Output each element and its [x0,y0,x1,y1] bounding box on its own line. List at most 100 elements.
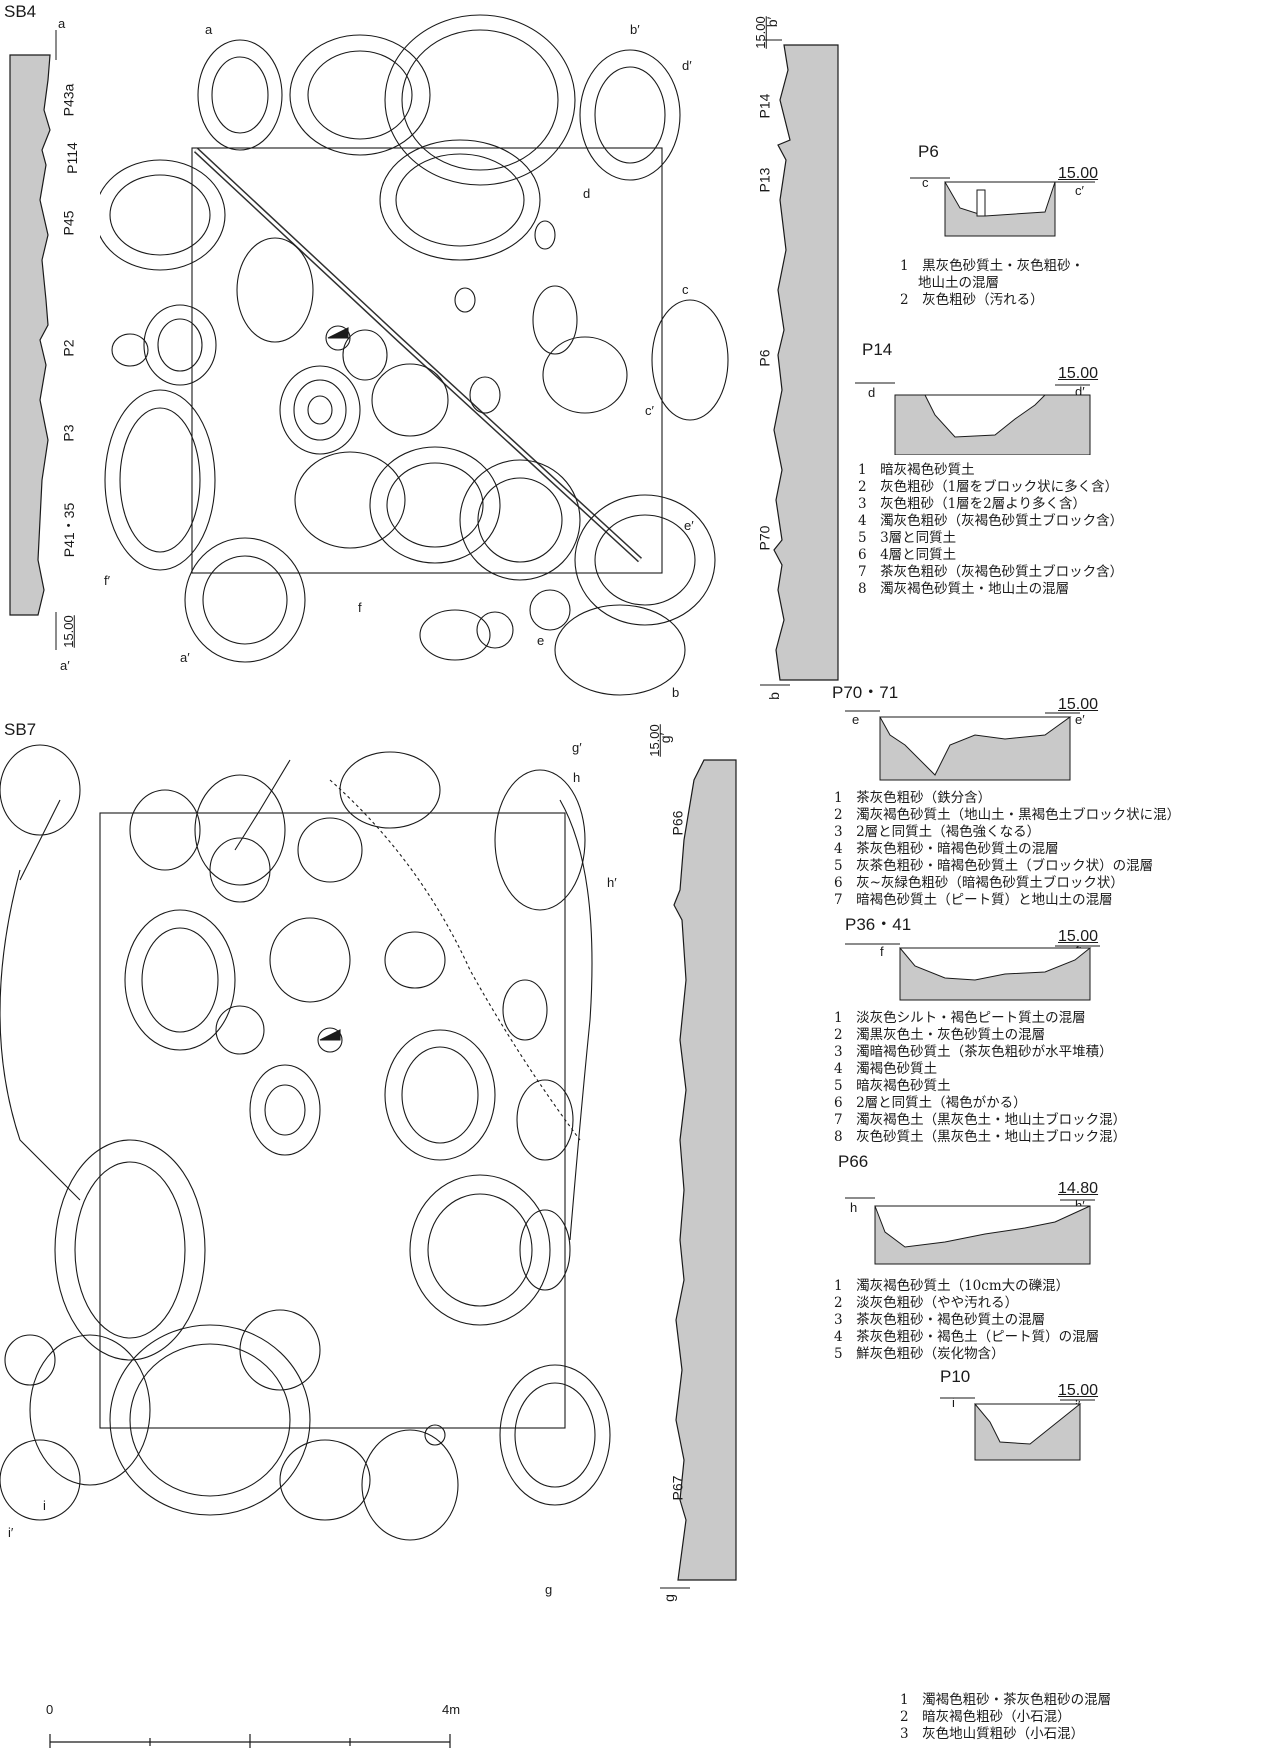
section-elevation: 14.80 [1058,1180,1099,1197]
section-elevation: 15.00 [1058,365,1099,382]
sb7-pit [209,837,271,903]
sb4-pit [542,336,628,414]
sb7-pit [339,751,441,829]
scale-end-label: 4m [442,1702,461,1717]
sb4-pit [371,363,449,437]
sb4-left-pit-label: P3 [60,424,77,442]
section-left-label: d [868,385,876,400]
sb7-point-h: h [573,770,581,785]
sb7-pit [499,1364,611,1506]
sb7-right-top-label: g′ [657,732,674,744]
section-title: P14 [862,340,893,359]
sb4-point-c: c [682,282,689,297]
sb7-pit [0,744,81,836]
section-elevation: 15.00 [1058,696,1099,713]
sb4-pit [236,237,314,343]
sb4-right-top-label: b′ [764,16,781,28]
sb4-pit [197,39,283,151]
section-legend: 1 黒灰色砂質土・灰色粗砂・ 地山土の混層 2 灰色粗砂（汚れる） [900,258,1085,308]
sb4-pit [104,389,216,571]
section-right-label: d′ [1075,384,1085,399]
sb4-pit [579,49,681,181]
sb4-pit [574,494,716,626]
sb7-pit [384,931,446,989]
sb7-point-h-prime: h′ [607,875,617,890]
sb7-point-i: i [43,1498,46,1513]
sb4-pit [111,333,149,367]
sb7-pit [279,1439,371,1521]
sb7-pit [409,1174,551,1326]
sb7-pit [424,1424,446,1446]
section-legend: 1 淡灰色シルト・褐色ピート質土の混層 2 濁黒灰色土・灰色砂質土の混層 3 濁… [834,1010,1127,1145]
sb7-pit [0,1439,81,1521]
sb7-north-arrow [319,1029,341,1041]
sb4-pit [651,299,729,421]
sb7-pit [494,769,586,911]
sb4-point-f: f [358,600,362,615]
sb4-grid-frame [191,147,663,574]
sb4-pit [384,14,576,186]
sb7-pit [194,774,286,886]
sb4-point-b-prime: b′ [630,22,640,37]
section-legend: 1 濁褐色粗砂・茶灰色粗砂の混層 2 暗灰褐色粗砂（小石混） 3 灰色地山質粗砂… [900,1692,1112,1742]
sb7-pit [249,1064,321,1156]
section-elevation: 15.00 [1058,165,1099,182]
sb4-left-elevation: 15.00 [60,615,76,648]
section-elevation: 15.00 [1058,928,1099,945]
section-legend: 1 茶灰色粗砂（鉄分含） 2 濁灰褐色砂質土（地山土・黒褐色土ブロック状に混） … [834,790,1181,908]
sb4-pit [279,365,361,455]
sb7-pit [124,909,236,1051]
sb4-right-pit-label: P6 [756,349,773,367]
sb4-pit [476,611,514,649]
section-left-label: e [852,712,860,727]
sb4-title: SB4 [4,2,37,21]
sb7-point-g: g [545,1582,553,1597]
sb4-point-d: d [583,186,591,201]
sb4-pit [454,287,476,313]
sb4-point-b: b [672,685,680,700]
sb4-right-bottom-label: b [765,692,782,700]
section-legend: 1 暗灰褐色砂質土 2 灰色粗砂（1層をブロック状に多く含） 3 灰色粗砂（1層… [858,462,1124,597]
sb7-point-i-prime: i′ [8,1525,14,1540]
sb4-point-e-prime: e′ [684,518,694,533]
sb7-pit [215,1005,265,1055]
sb7-title: SB7 [4,720,37,739]
section-left-label: c [922,175,929,190]
sb4-left-top-label: a [58,16,66,31]
sb4-right-pit-label: P13 [756,167,773,193]
section-left-label: f [880,944,884,959]
sb7-pit [4,1334,56,1386]
sb4-pit [342,329,388,381]
sb4-pit [100,159,226,271]
sb7-pit [29,1334,151,1486]
sb7-pit [361,1429,459,1541]
sb4-left-section-profile [9,54,51,616]
sb4-right-pit-label: P14 [756,93,773,119]
sb4-north-arrow [327,327,349,339]
sb7-pit [239,1309,321,1391]
section-right-label: c′ [1075,183,1084,198]
section-left-label: i [952,1395,955,1410]
sb7-right-pit-label: P67 [669,1475,686,1501]
sb7-grid-frame [99,812,566,1429]
sb7-ditch [329,779,581,1141]
sb4-pit [184,537,306,663]
sb7-pit [54,1139,206,1361]
sb4-pit [379,139,541,261]
sb7-point-g-prime: g′ [572,740,582,755]
sb4-point-e: e [537,633,545,648]
section-elevation: 15.00 [1058,1382,1099,1399]
section-title: P36・41 [845,915,912,934]
sb4-left-pit-label: P41・35 [61,502,78,558]
section-title: P10 [940,1367,971,1386]
sb7-pit [297,817,363,883]
sb7-pit [109,1324,311,1516]
sb4-point-a-prime: a′ [180,650,190,665]
sb4-point-a: a [205,22,213,37]
sb4-right-pit-label: P70 [756,525,773,551]
sb4-pit [289,34,431,156]
sb4-point-f-prime: f′ [104,573,111,588]
section-title: P70・71 [832,683,899,702]
sb4-pit [294,451,406,549]
sb4-right-section-profile [773,44,839,681]
